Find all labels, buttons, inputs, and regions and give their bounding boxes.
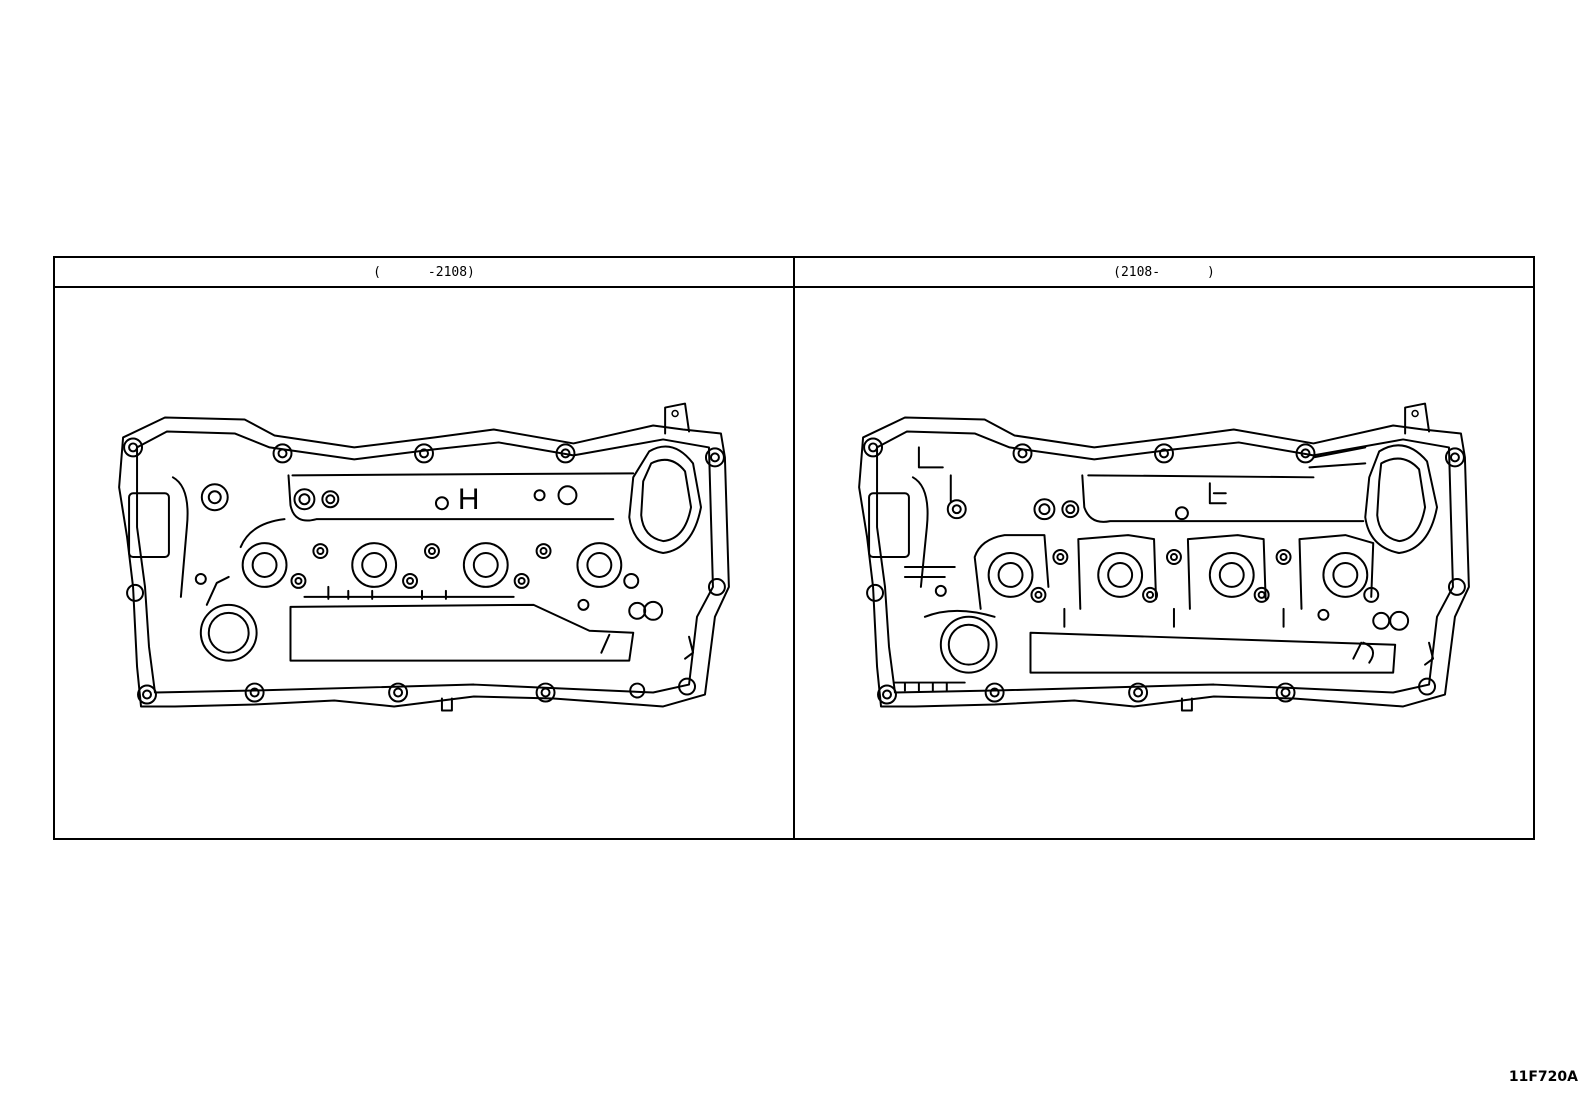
panel-header-from: (2108- ) [795, 258, 1533, 288]
panel-header-before: ( -2108) [55, 258, 793, 288]
panel-body-from [795, 288, 1533, 838]
valve-cover-drawing-from [858, 402, 1470, 712]
bolt-holes-perimeter-new [863, 437, 1466, 705]
panel-from-2108: (2108- ) [793, 258, 1533, 838]
plug-tubes-new [973, 534, 1380, 610]
bolt-holes-perimeter [123, 437, 726, 705]
valve-cover-drawing-before: H [118, 402, 730, 712]
panel-before-2108: ( -2108) [55, 258, 793, 838]
panel-body-before: H [55, 288, 793, 838]
comparison-frame: ( -2108) [53, 256, 1535, 840]
oil-filler-opening-new [1364, 444, 1439, 555]
plug-tubes [241, 542, 640, 589]
figure-code: 11F720A [1508, 1069, 1578, 1085]
oil-filler-opening [628, 445, 702, 555]
model-mark: H [458, 483, 480, 516]
